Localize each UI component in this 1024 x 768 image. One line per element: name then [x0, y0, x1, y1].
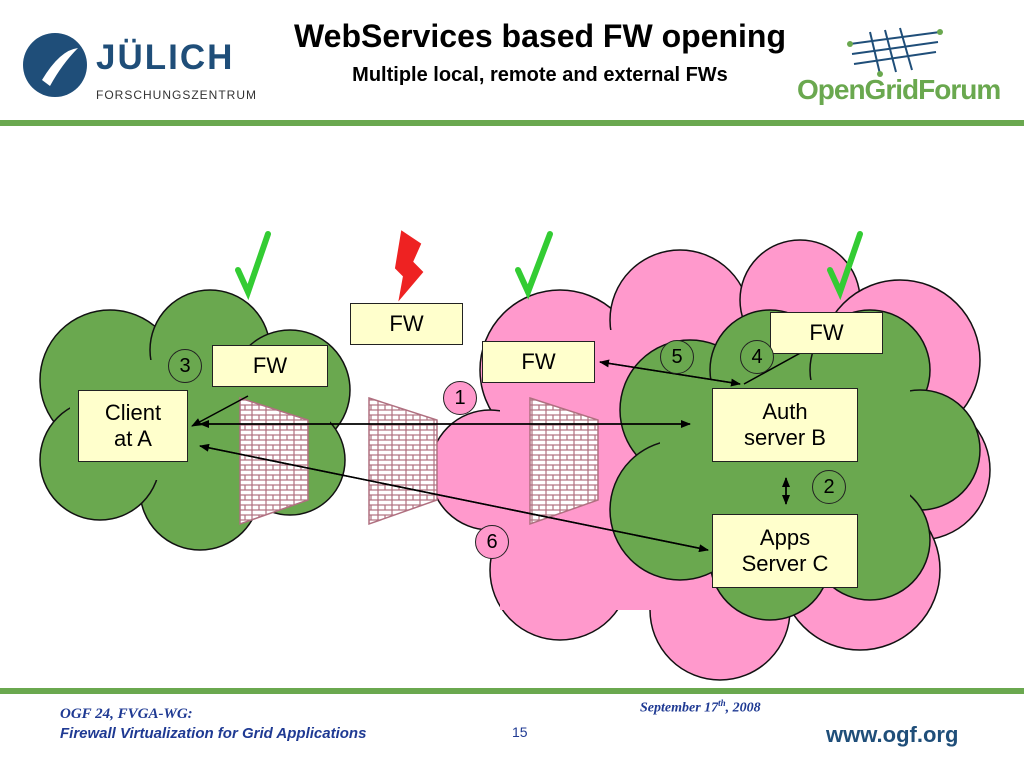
- slide-title: WebServices based FW opening: [294, 18, 786, 54]
- check-icon: [235, 231, 271, 301]
- slide-subtitle: Multiple local, remote and external FWs: [352, 64, 728, 86]
- lightning-icon: [394, 230, 424, 302]
- footer-line-1: OGF 24, FVGA-WG:: [60, 706, 193, 722]
- header-divider: [0, 120, 1024, 126]
- page-number: 15: [512, 724, 528, 740]
- step-number-5: 5: [660, 340, 694, 374]
- auth-label-line1: Auth: [762, 398, 808, 424]
- fw-box-middle: FW: [350, 303, 463, 345]
- juelich-logo-text: JÜLICH: [96, 38, 235, 77]
- arrow-apps-client: [199, 443, 709, 551]
- fw-box-pink: FW: [482, 341, 595, 383]
- arrow-fw1-auth: [599, 359, 741, 385]
- step-number-3: 3: [168, 349, 202, 383]
- juelich-logo-subtext: FORSCHUNGSZENTRUM: [96, 88, 257, 102]
- client-box: Client at A: [78, 390, 188, 462]
- auth-label-line2: server B: [744, 425, 826, 450]
- date-main: September 17: [640, 700, 719, 716]
- ogf-logo-text: OpenGridForum: [797, 74, 1001, 105]
- firewall-wall-right: [529, 396, 599, 526]
- footer-left: OGF 24, FVGA-WG: Firewall Virtualization…: [60, 704, 366, 744]
- arrow-fw-client: [191, 395, 249, 427]
- client-label-line1: Client: [104, 399, 162, 425]
- auth-server-box: Auth server B: [712, 388, 858, 462]
- fw-box-right: FW: [770, 312, 883, 354]
- footer-divider: [0, 688, 1024, 694]
- step-number-4: 4: [740, 340, 774, 374]
- check-icon: [515, 231, 553, 300]
- footer-line-2: Firewall Virtualization for Grid Applica…: [60, 725, 367, 742]
- fw-box-left: FW: [212, 345, 328, 387]
- apps-label-line1: Apps: [759, 524, 811, 550]
- apps-label-line2: Server C: [741, 551, 829, 576]
- step-number-2: 2: [812, 470, 846, 504]
- step-number-1: 1: [443, 381, 477, 415]
- footer-date: September 17th, 2008: [640, 698, 761, 717]
- juelich-logo-icon: [23, 33, 87, 97]
- client-label-line2: at A: [114, 426, 152, 451]
- connection-arrows: [191, 339, 825, 553]
- ogf-grid-icon: [847, 27, 943, 77]
- date-suffix: th: [718, 698, 726, 708]
- date-year: , 2008: [725, 700, 761, 716]
- footer-url[interactable]: www.ogf.org: [826, 722, 959, 747]
- check-icon: [827, 231, 863, 301]
- step-number-6: 6: [475, 525, 509, 559]
- firewall-wall-middle: [368, 396, 438, 526]
- apps-server-box: Apps Server C: [712, 514, 858, 588]
